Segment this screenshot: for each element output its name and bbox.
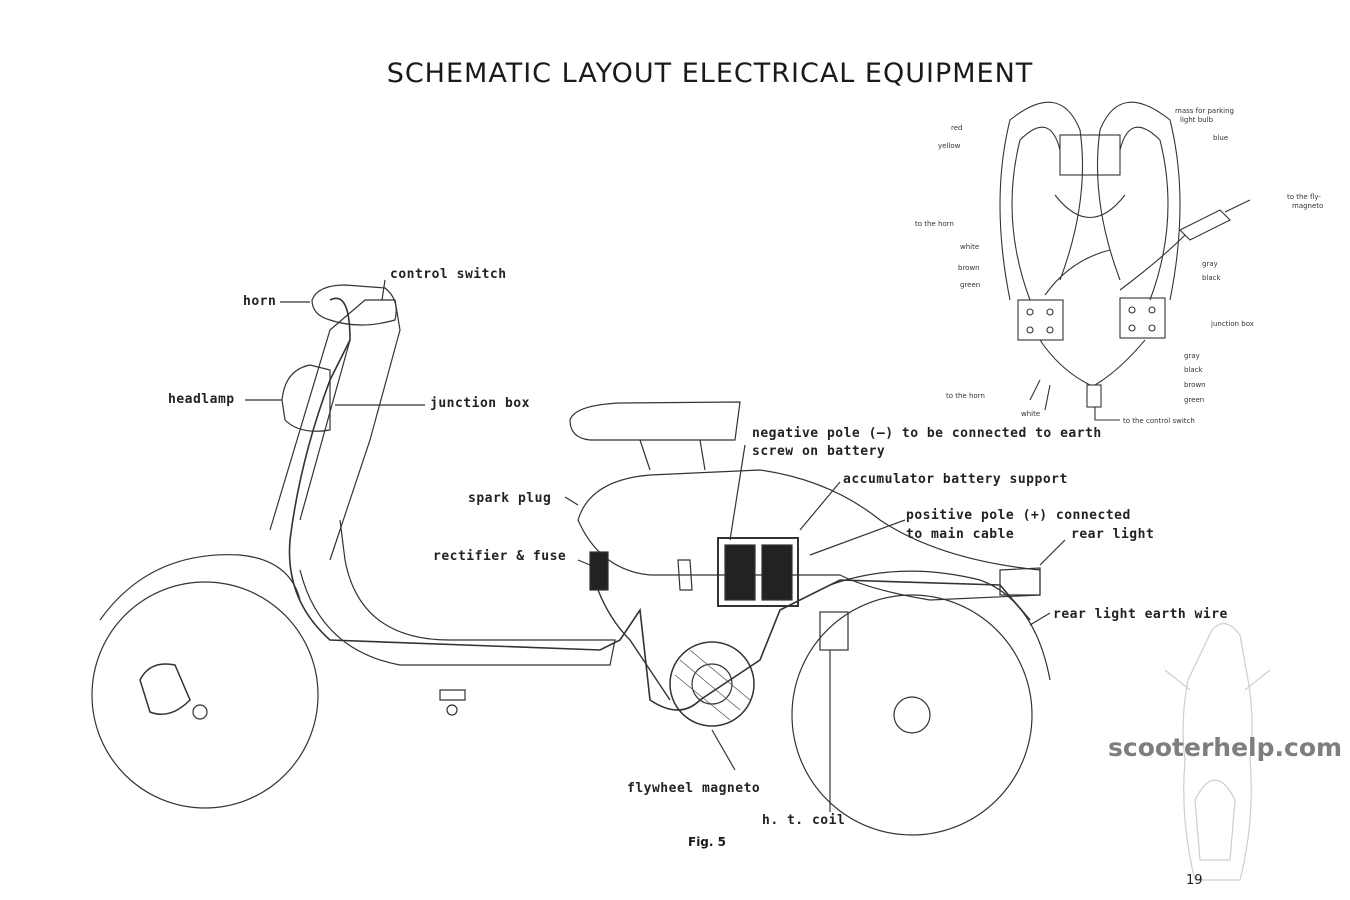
inset-label-to-horn-top: to the horn	[915, 220, 954, 228]
body-cowl	[577, 469, 1041, 601]
label-control-switch: control switch	[390, 267, 507, 282]
inset-label-mass-1: mass for parking	[1175, 107, 1234, 115]
inset-label-red: red	[951, 124, 963, 132]
label-negative-pole: negative pole (—) to be connected to ear…	[752, 426, 1102, 441]
label-rear-light: rear light	[1071, 527, 1155, 542]
label-negative-pole-2: screw on battery	[752, 444, 886, 459]
inset-label-yellow: yellow	[938, 142, 961, 150]
inset-wiring-diagram	[999, 101, 1251, 421]
figure-caption: Fig. 5	[688, 835, 726, 849]
front-wheel	[91, 581, 319, 809]
rectifier	[589, 551, 609, 591]
label-flywheel-magneto: flywheel magneto	[627, 781, 761, 796]
rear-wheel	[791, 594, 1033, 836]
flywheel-magneto	[669, 641, 755, 727]
label-horn: horn	[243, 294, 277, 309]
page-number: 19	[1186, 873, 1203, 888]
inset-label-black-right: black	[1202, 274, 1221, 282]
inset-label-mass-2: light bulb	[1180, 116, 1214, 124]
page-title: SCHEMATIC LAYOUT ELECTRICAL EQUIPMENT	[386, 58, 1034, 89]
label-headlamp: headlamp	[168, 392, 235, 407]
horn-housing	[311, 284, 397, 326]
inset-label-white-bottom: white	[1021, 410, 1041, 418]
label-positive-pole: positive pole (+) connected	[906, 508, 1131, 523]
inset-right-terminal	[1119, 297, 1166, 339]
rear-light-shape	[999, 567, 1041, 596]
inset-label-green-left: green	[960, 281, 981, 289]
inset-left-terminal	[1017, 299, 1064, 341]
inset-cable-end	[1086, 384, 1102, 408]
inset-switch-body	[1059, 134, 1121, 176]
inset-label-to-magneto-2: magneto	[1292, 202, 1324, 210]
front-mudguard	[99, 554, 301, 621]
watermark-text: scooterhelp.com	[1108, 733, 1343, 762]
inset-label-to-magneto-1: to the fly-	[1287, 193, 1321, 201]
label-rectifier-fuse: rectifier & fuse	[433, 549, 567, 564]
inset-label-black-bottom: black	[1184, 366, 1203, 374]
label-rear-light-earth: rear light earth wire	[1053, 607, 1228, 622]
inset-label-gray-right: gray	[1202, 260, 1218, 268]
steering-column	[269, 299, 401, 561]
main-wiring	[288, 297, 1031, 711]
watermark-scooter	[1164, 623, 1271, 881]
label-positive-pole-2: to main cable	[906, 527, 1015, 542]
inset-label-blue: blue	[1213, 134, 1229, 142]
label-junction-box: junction box	[430, 396, 530, 411]
seat	[569, 401, 741, 441]
inset-label-to-control-switch: to the control switch	[1123, 417, 1195, 425]
label-battery-support: accumulator battery support	[843, 472, 1068, 487]
inset-label-white-top: white	[960, 243, 980, 251]
inset-label-gray-bottom: gray	[1184, 352, 1200, 360]
battery	[717, 537, 799, 607]
inset-label-junction-box: junction box	[1211, 320, 1254, 328]
inset-label-to-horn-bottom: to the horn	[946, 392, 985, 400]
label-spark-plug: spark plug	[468, 491, 552, 506]
rear-mudguard	[829, 570, 1051, 681]
ht-coil	[819, 611, 849, 651]
inset-label-brown-left: brown	[958, 264, 980, 272]
label-ht-coil: h. t. coil	[762, 813, 846, 828]
inset-label-green-bottom: green	[1184, 396, 1205, 404]
inset-label-brown-bottom: brown	[1184, 381, 1206, 389]
headlamp-shape	[281, 364, 331, 432]
